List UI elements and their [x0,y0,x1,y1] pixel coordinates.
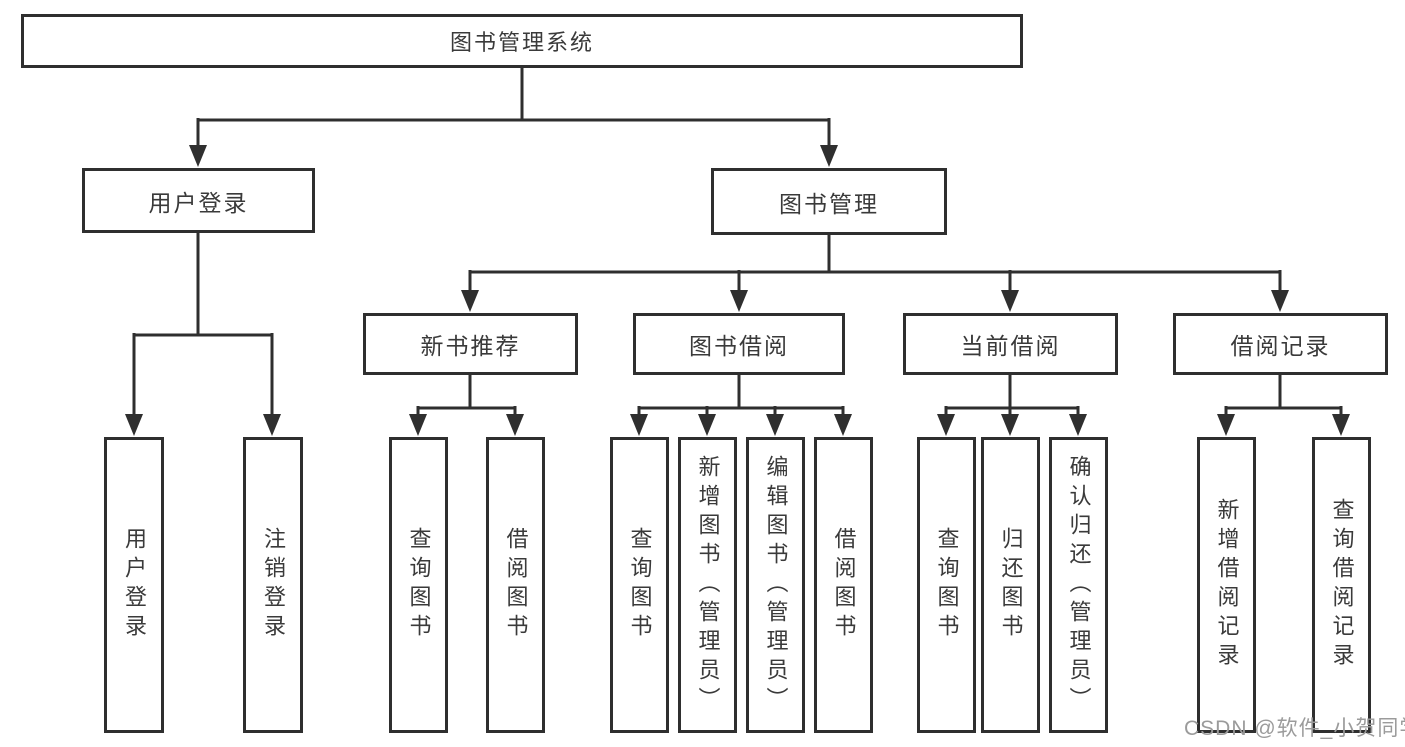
leaf-add-book-admin: 新增图书（管理员） [678,437,737,733]
arrowheads [125,145,1350,436]
node-label: 当前借阅 [960,333,1061,359]
node-borrow-records: 借阅记录 [1173,313,1388,375]
node-label: 查询图书 [627,527,653,643]
leaf-borrow-book: 借阅图书 [486,437,545,733]
node-root-system: 图书管理系统 [21,14,1023,68]
leaf-confirm-return-admin: 确认归还（管理员） [1049,437,1108,733]
leaf-query-book: 查询图书 [389,437,448,733]
leaf-query-book: 查询图书 [917,437,976,733]
leaf-borrow-book: 借阅图书 [814,437,873,733]
node-label: 借阅图书 [503,527,529,643]
leaf-edit-book-admin: 编辑图书（管理员） [746,437,805,733]
node-label: 注销登录 [261,527,286,643]
node-label: 归还图书 [998,527,1024,643]
node-label: 查询图书 [406,527,432,643]
leaf-add-borrow-record: 新增借阅记录 [1197,437,1256,733]
leaf-logout: 注销登录 [243,437,303,733]
node-label: 图书借阅 [689,333,789,359]
leaf-query-borrow-record: 查询借阅记录 [1312,437,1371,733]
node-label: 编辑图书（管理员） [763,454,789,716]
node-current-borrow: 当前借阅 [903,313,1118,375]
node-label: 图书管理 [779,190,879,217]
node-label: 图书管理系统 [449,30,594,55]
node-label: 确认归还（管理员） [1066,454,1092,716]
leaf-return-book: 归还图书 [981,437,1040,733]
node-label: 借阅记录 [1230,333,1331,359]
node-new-book-recommend: 新书推荐 [363,313,578,375]
node-label: 新增图书（管理员） [695,454,721,716]
node-label: 新书推荐 [420,333,521,359]
node-label: 新增借阅记录 [1214,498,1240,672]
leaf-user-login: 用户登录 [104,437,164,733]
node-label: 借阅图书 [831,527,857,643]
csdn-watermark: CSDN @软件_小贺同学 [1184,717,1405,740]
node-label: 用户登录 [122,527,147,643]
node-label: 用户登录 [148,189,249,216]
leaf-query-book: 查询图书 [610,437,669,733]
node-label: 查询图书 [934,527,960,643]
node-book-borrow: 图书借阅 [633,313,845,375]
node-user-login: 用户登录 [82,168,315,233]
node-book-mgmt: 图书管理 [711,168,947,235]
node-label: 查询借阅记录 [1329,498,1355,672]
